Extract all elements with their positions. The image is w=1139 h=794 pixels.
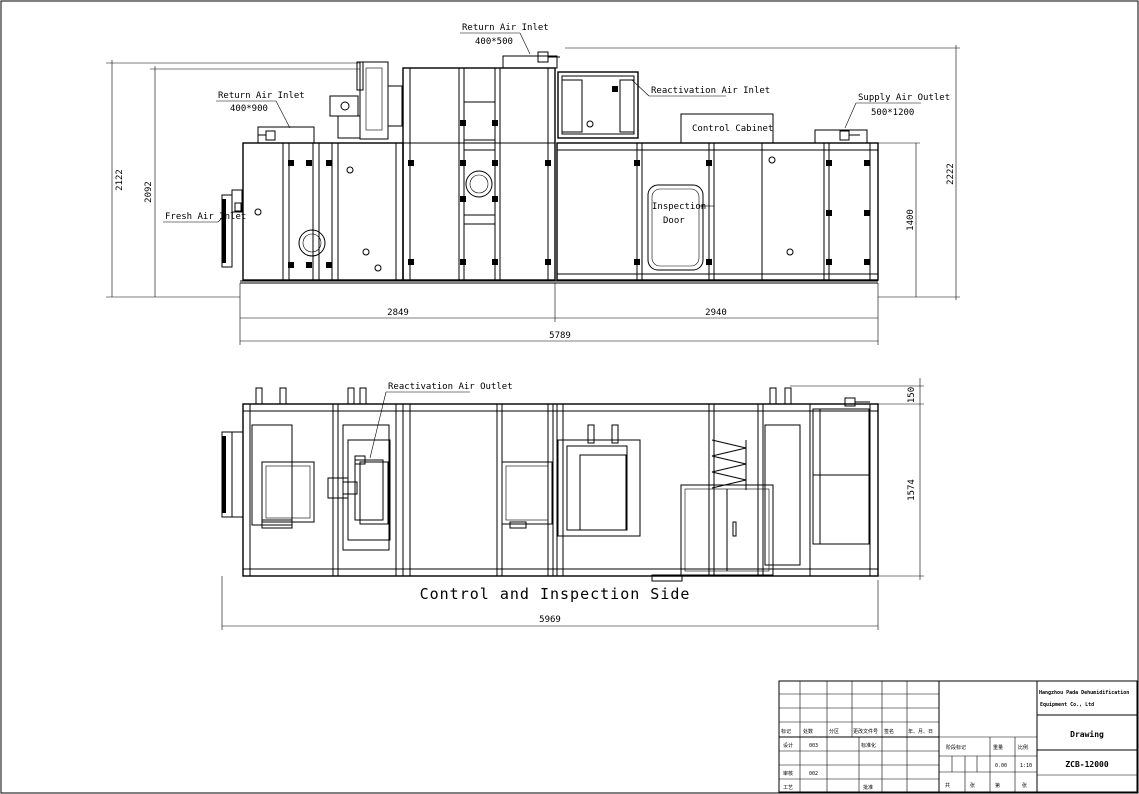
supply-air-outlet-duct: [814, 129, 868, 144]
label-inspection-door-2: Door: [663, 216, 685, 226]
dim-2940: 2940: [705, 308, 727, 318]
return-air-inlet-left-duct: [257, 126, 315, 144]
tb-page: 第: [995, 782, 1000, 789]
top-elevation-view: Return Air Inlet 400*500 Return Air Inle…: [106, 23, 960, 345]
stage-weight-scale: [939, 681, 1038, 792]
damper-circle-icon: [298, 229, 326, 257]
tb-col-count: 处数: [803, 728, 813, 735]
dim-2849: 2849: [387, 308, 409, 318]
label-reactivation-air-inlet: Reactivation Air Inlet: [651, 86, 770, 96]
tb-row-design: 设计: [783, 742, 793, 749]
bolt-markers: [254, 160, 382, 272]
view-title: Control and Inspection Side: [420, 585, 691, 603]
plan-view: Reactivation Air Outlet 150 1574 5969 Co…: [221, 378, 924, 630]
tb-scale-val: 1:10: [1020, 763, 1032, 769]
tb-drawing-number: ZCB-12000: [1065, 760, 1109, 769]
tb-row-approve: 批准: [863, 784, 873, 791]
label-inspection-door-1: Inspection: [652, 202, 706, 212]
label-return-air-inlet-left-size: 400*900: [230, 104, 268, 114]
fresh-air-inlet-grille: [221, 189, 243, 268]
label-return-air-inlet-left: Return Air Inlet: [218, 91, 305, 101]
label-fresh-air-inlet: Fresh Air Inlet: [165, 212, 246, 222]
plan-fresh-air-grille: [221, 431, 244, 518]
tb-sheet-word: 张: [1022, 782, 1027, 789]
label-supply-air-outlet-size: 500*1200: [871, 108, 914, 118]
tb-company-line1: Hangzhou Pada Dehumidification: [1039, 690, 1129, 696]
dim-1574: 1574: [907, 479, 917, 501]
tb-col-zone: 分区: [829, 728, 839, 735]
plan-dimensions: 150 1574 5969: [221, 378, 924, 630]
tb-weight: 重量: [993, 744, 1003, 751]
section-fan: [242, 142, 404, 281]
plan-top-connectors: [255, 387, 870, 407]
dim-2092: 2092: [144, 181, 154, 203]
label-supply-air-outlet: Supply Air Outlet: [858, 93, 950, 103]
tb-col-change-doc: 更改文件号: [853, 728, 878, 735]
control-side-access-panel: [651, 484, 774, 582]
tb-total: 共: [945, 782, 950, 789]
dim-5789: 5789: [549, 331, 571, 341]
tb-drawing-label: Drawing: [1070, 729, 1104, 739]
heater-coil-icon: [711, 439, 747, 489]
bolt-markers-mid: [408, 120, 551, 265]
tb-col-signature: 签名: [884, 728, 894, 735]
dim-150: 150: [907, 387, 917, 403]
revision-grid: [779, 681, 940, 792]
tb-col-mark: 标记: [781, 728, 791, 735]
dim-2222: 2222: [946, 163, 956, 185]
tb-row-standard: 标准化: [861, 742, 876, 749]
tb-sheets: 张: [970, 782, 975, 789]
label-return-air-inlet-top: Return Air Inlet: [462, 23, 549, 33]
tb-scale: 比例: [1018, 744, 1028, 751]
section-heater: [556, 142, 879, 281]
bolt-markers-right: [634, 156, 870, 265]
plan-reactivation-unit: [557, 424, 641, 537]
top-view-dimensions: 2122 2092 2222 1400 2849 2940 5789: [106, 45, 960, 345]
tb-row-design-val: 003: [809, 743, 818, 749]
top-view-labels: Return Air Inlet 400*500 Return Air Inle…: [163, 23, 950, 226]
dim-5969: 5969: [539, 615, 561, 625]
dim-1400: 1400: [906, 209, 916, 231]
label-return-air-inlet-top-size: 400*500: [475, 37, 513, 47]
tb-company-line2: Equipment Co., Ltd: [1040, 702, 1094, 708]
tb-stage-mark: 阶段标记: [946, 744, 966, 751]
fan-motor: [329, 61, 403, 140]
tb-row-review-val: 002: [809, 771, 818, 777]
inspection-door: [647, 184, 704, 271]
title-block: 标记 处数 分区 更改文件号 签名 年、月、日 设计 003 标准化 审核 00…: [778, 680, 1138, 793]
label-control-cabinet: Control Cabinet: [692, 124, 773, 134]
tb-row-review: 审核: [783, 770, 793, 777]
tb-col-date: 年、月、日: [908, 728, 933, 735]
tb-row-process: 工艺: [783, 785, 793, 791]
rotor-viewport-icon: [465, 170, 493, 198]
section-rotor: [402, 67, 556, 281]
dim-2122: 2122: [115, 169, 125, 191]
tb-weight-val: 0.00: [995, 763, 1007, 769]
return-air-inlet-top-duct: [502, 51, 560, 69]
label-reactivation-air-outlet: Reactivation Air Outlet: [388, 382, 513, 392]
reactivation-air-inlet-box: [557, 71, 639, 139]
